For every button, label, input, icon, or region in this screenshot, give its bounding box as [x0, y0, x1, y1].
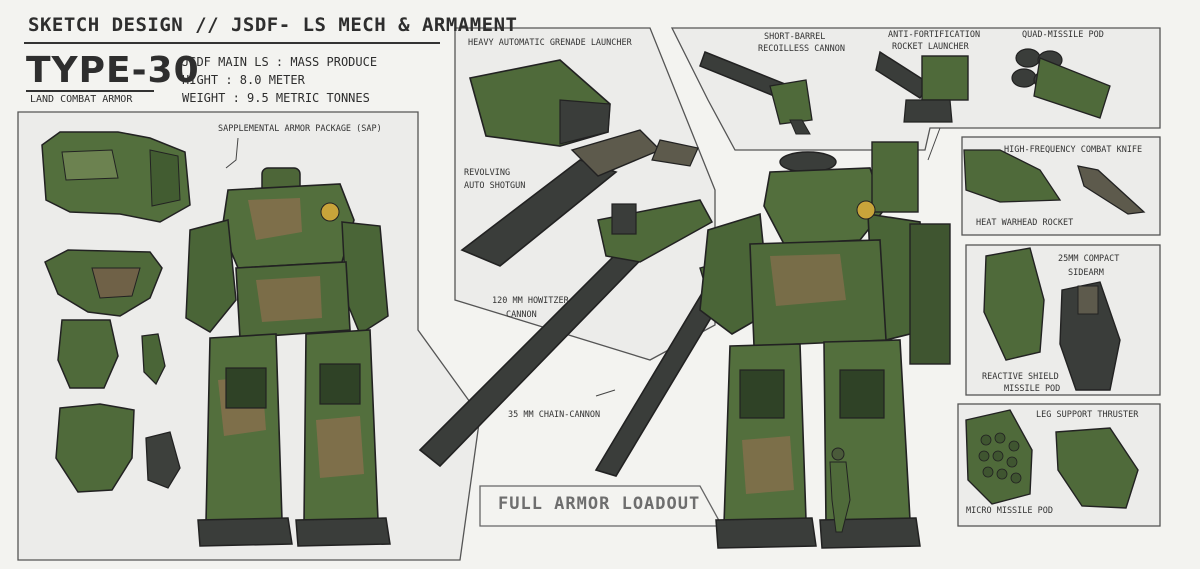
label-shield-line2: MISSILE POD: [1004, 384, 1061, 394]
spec-height: HIGHT : 8.0 METER: [182, 73, 305, 87]
label-sap: SAPPLEMENTAL ARMOR PACKAGE (SAP): [218, 124, 382, 134]
label-micro-missile: MICRO MISSILE POD: [966, 506, 1053, 516]
thruster-callout-line: [927, 127, 941, 161]
label-quad-missile: QUAD-MISSILE POD: [1022, 30, 1104, 40]
top-right-weapons-illustrations: [699, 48, 1111, 135]
label-shotgun-line2: AUTO SHOTGUN: [464, 181, 526, 191]
model-subtitle: LAND COMBAT ARMOR: [30, 94, 133, 105]
label-shield-line1: REACTIVE SHIELD: [982, 372, 1059, 382]
label-combat-knife: HIGH-FREQUENCY COMBAT KNIFE: [1004, 145, 1143, 155]
label-chain-cannon: 35 MM CHAIN-CANNON: [508, 410, 601, 420]
soldier-scale-figure: [829, 447, 851, 533]
weapons-illustrations: [418, 59, 769, 477]
knife-panel-illustrations: [963, 149, 1146, 215]
sidearm-panel-illustrations: [983, 247, 1121, 391]
model-underline: [26, 90, 154, 92]
label-recoilless-line1: SHORT-BARREL: [764, 32, 826, 42]
model-code: TYPE-30: [26, 50, 200, 91]
label-howitzer-line1: 120 MM HOWITZER: [492, 296, 569, 306]
label-full-armor-loadout: FULL ARMOR LOADOUT: [498, 494, 701, 514]
spec-production: JSDF MAIN LS : MASS PRODUCE: [182, 55, 378, 69]
label-grenade-launcher: HEAVY AUTOMATIC GRENADE LAUNCHER: [468, 38, 632, 48]
title-underline: [24, 42, 440, 44]
label-leg-thruster: LEG SUPPORT THRUSTER: [1036, 410, 1139, 420]
mech-right-illustration: [699, 141, 951, 549]
sheet-title: SKETCH DESIGN // JSDF- LS MECH & ARMAMEN…: [28, 14, 518, 36]
label-howitzer-line2: CANNON: [506, 310, 537, 320]
label-sidearm-line2: SIDEARM: [1068, 268, 1104, 278]
chain-cannon-callout-line: [595, 389, 616, 397]
thruster-panel-illustrations: [965, 409, 1139, 509]
label-recoilless-line2: RECOILLESS CANNON: [758, 44, 845, 54]
label-antifort-line2: ROCKET LAUNCHER: [892, 42, 969, 52]
label-heat-rocket: HEAT WARHEAD ROCKET: [976, 218, 1074, 228]
mech-left-illustration: [185, 167, 391, 547]
label-antifort-line1: ANTI-FORTIFICATION: [888, 30, 981, 40]
armor-parts-illustrations: [41, 131, 191, 493]
label-sidearm-line1: 25MM COMPACT: [1058, 254, 1120, 264]
label-shotgun-line1: REVOLVING: [464, 168, 511, 178]
spec-weight: WEIGHT : 9.5 METRIC TONNES: [182, 91, 370, 105]
sap-callout-line: [225, 137, 239, 169]
